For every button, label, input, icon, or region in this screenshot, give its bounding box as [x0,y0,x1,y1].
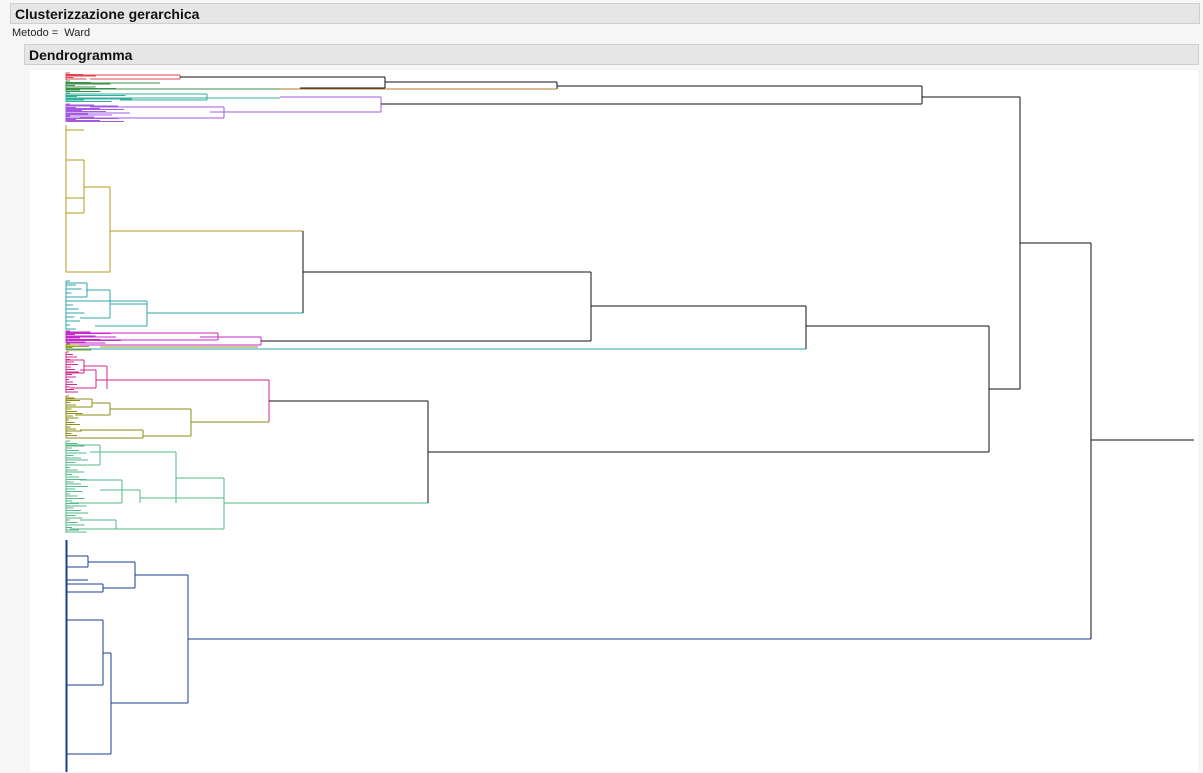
dendrogram-title: Dendrogramma [29,46,133,63]
report-title: Clusterizzazione gerarchica [15,5,200,22]
method-label: Metodo = [12,27,59,39]
dendrogram-header[interactable]: Dendrogramma [24,44,1199,65]
report-header[interactable]: Clusterizzazione gerarchica [10,3,1200,24]
method-row: Metodo = Ward [12,27,90,39]
method-value: Ward [64,27,91,39]
dendrogram-plot [65,72,1194,772]
dendrogram-frame [30,70,1198,772]
